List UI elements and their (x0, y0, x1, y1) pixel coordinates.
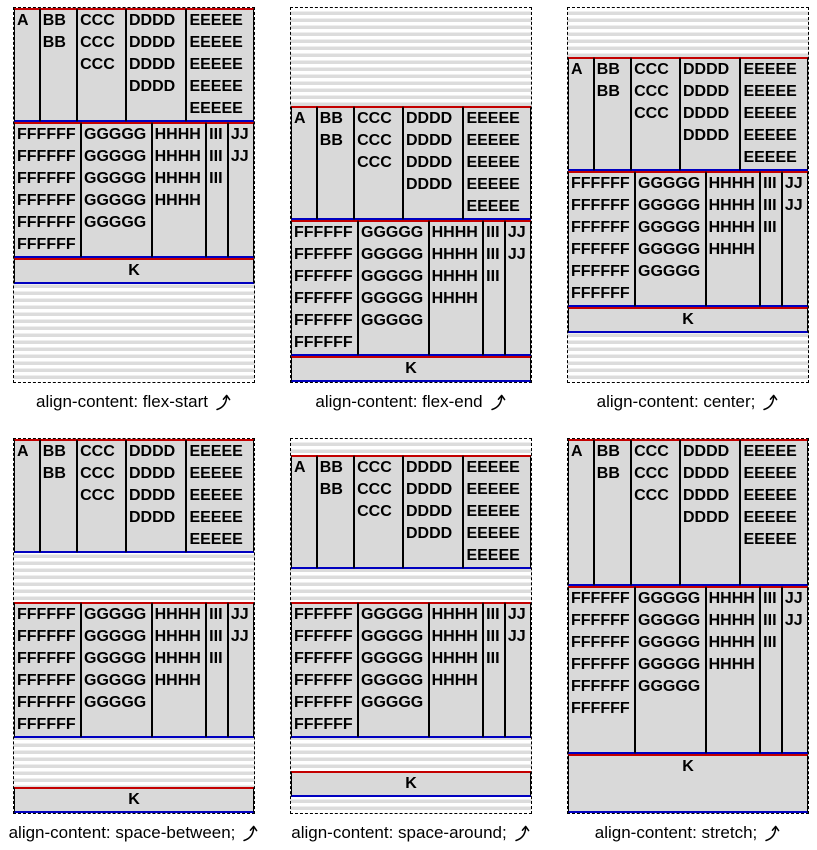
flex-item-k: K (14, 258, 254, 284)
flex-item-ccc: CCC CCC CCC (354, 106, 403, 220)
flex-item-k: K (568, 754, 808, 813)
flex-item-iii: III III III (760, 585, 782, 755)
flex-item-k: K (14, 787, 254, 813)
flex-item-iii: III III III (483, 220, 505, 356)
panel-caption-flex-end: align-content: flex-end (290, 390, 532, 414)
flex-item-hhhh: HHHH HHHH HHHH HHHH (428, 220, 484, 356)
caption-text: align-content: center; (596, 392, 756, 411)
caption-text: align-content: flex-end (315, 392, 483, 411)
flex-item-jj: JJ JJ (504, 601, 532, 738)
caption-text: align-content: space-around; (291, 823, 507, 842)
demo-link-arrow-icon[interactable] (489, 392, 507, 412)
flex-item-a: A (14, 439, 40, 553)
demo-link-arrow-icon[interactable] (241, 823, 259, 843)
flex-item-hhhh: HHHH HHHH HHHH HHHH (705, 585, 761, 755)
flex-item-ffffff: FFFFFF FFFFFF FFFFFF FFFFFF FFFFFF FFFFF… (568, 585, 635, 755)
flex-item-ffffff: FFFFFF FFFFFF FFFFFF FFFFFF FFFFFF FFFFF… (291, 601, 358, 738)
flex-item-hhhh: HHHH HHHH HHHH HHHH (428, 601, 484, 738)
flex-item-iii: III III III (760, 171, 782, 307)
flex-item-ffffff: FFFFFF FFFFFF FFFFFF FFFFFF FFFFFF FFFFF… (291, 220, 358, 356)
flex-item-dddd: DDDD DDDD DDDD DDDD (680, 439, 741, 586)
flex-item-eeeee: EEEEE EEEEE EEEEE EEEEE EEEEE (186, 439, 255, 553)
flex-item-ggggg: GGGGG GGGGG GGGGG GGGGG GGGGG (81, 122, 152, 258)
flex-item-a: A (568, 57, 594, 171)
panel-caption-space-around: align-content: space-around; (290, 821, 532, 845)
flex-item-dddd: DDDD DDDD DDDD DDDD (403, 106, 464, 220)
flex-item-ggggg: GGGGG GGGGG GGGGG GGGGG GGGGG (358, 601, 429, 738)
caption-text: align-content: space-between; (8, 823, 236, 842)
flex-item-ffffff: FFFFFF FFFFFF FFFFFF FFFFFF FFFFFF FFFFF… (14, 122, 81, 258)
flex-item-iii: III III III (206, 602, 228, 738)
flex-item-k: K (568, 307, 808, 333)
flex-item-eeeee: EEEEE EEEEE EEEEE EEEEE EEEEE (463, 455, 532, 570)
flex-item-a: A (14, 8, 40, 122)
flex-item-bb: BB BB (39, 439, 78, 553)
flex-item-ggggg: GGGGG GGGGG GGGGG GGGGG GGGGG (635, 585, 706, 755)
flex-item-iii: III III III (483, 601, 505, 738)
flex-item-bb: BB BB (593, 57, 632, 171)
flex-item-iii: III III III (206, 122, 228, 258)
flex-item-hhhh: HHHH HHHH HHHH HHHH (705, 171, 761, 307)
flex-item-bb: BB BB (316, 106, 355, 220)
flex-item-ccc: CCC CCC CCC (77, 439, 126, 553)
panel-caption-space-between: align-content: space-between; (9, 821, 258, 845)
flex-item-ccc: CCC CCC CCC (354, 455, 403, 570)
demo-link-arrow-icon[interactable] (513, 823, 531, 843)
flex-item-ffffff: FFFFFF FFFFFF FFFFFF FFFFFF FFFFFF FFFFF… (14, 602, 81, 738)
caption-text: align-content: stretch; (594, 823, 758, 842)
panel-caption-center: align-content: center; (567, 390, 809, 414)
flex-item-bb: BB BB (593, 439, 632, 586)
demo-link-arrow-icon[interactable] (763, 823, 781, 843)
flex-item-ggggg: GGGGG GGGGG GGGGG GGGGG GGGGG (358, 220, 429, 356)
flex-item-k: K (291, 770, 531, 797)
flex-item-hhhh: HHHH HHHH HHHH HHHH (151, 602, 207, 738)
demo-link-arrow-icon[interactable] (761, 392, 779, 412)
demo-link-arrow-icon[interactable] (214, 392, 232, 412)
flex-item-ccc: CCC CCC CCC (77, 8, 126, 122)
flex-item-bb: BB BB (316, 455, 355, 570)
flex-item-ggggg: GGGGG GGGGG GGGGG GGGGG GGGGG (635, 171, 706, 307)
flex-item-ggggg: GGGGG GGGGG GGGGG GGGGG GGGGG (81, 602, 152, 738)
caption-text: align-content: flex-start (36, 392, 208, 411)
flex-item-dddd: DDDD DDDD DDDD DDDD (403, 455, 464, 570)
flex-item-eeeee: EEEEE EEEEE EEEEE EEEEE EEEEE (740, 439, 809, 586)
panel-caption-flex-start: align-content: flex-start (13, 390, 255, 414)
flex-item-eeeee: EEEEE EEEEE EEEEE EEEEE EEEEE (186, 8, 255, 122)
flex-item-ffffff: FFFFFF FFFFFF FFFFFF FFFFFF FFFFFF FFFFF… (568, 171, 635, 307)
flex-item-jj: JJ JJ (504, 220, 532, 356)
flex-item-a: A (568, 439, 594, 586)
flex-item-eeeee: EEEEE EEEEE EEEEE EEEEE EEEEE (740, 57, 809, 171)
flex-item-hhhh: HHHH HHHH HHHH HHHH (151, 122, 207, 258)
flex-item-k: K (291, 356, 531, 382)
flex-item-jj: JJ JJ (227, 602, 255, 738)
flex-item-dddd: DDDD DDDD DDDD DDDD (126, 8, 187, 122)
flex-item-jj: JJ JJ (227, 122, 255, 258)
flex-item-bb: BB BB (39, 8, 78, 122)
flex-item-a: A (291, 455, 317, 570)
flex-item-dddd: DDDD DDDD DDDD DDDD (126, 439, 187, 553)
flex-item-dddd: DDDD DDDD DDDD DDDD (680, 57, 741, 171)
flex-item-ccc: CCC CCC CCC (631, 57, 680, 171)
flex-item-eeeee: EEEEE EEEEE EEEEE EEEEE EEEEE (463, 106, 532, 220)
flex-item-jj: JJ JJ (781, 585, 809, 755)
flex-item-jj: JJ JJ (781, 171, 809, 307)
flex-item-a: A (291, 106, 317, 220)
flex-item-ccc: CCC CCC CCC (631, 439, 680, 586)
panel-caption-stretch: align-content: stretch; (567, 821, 809, 845)
